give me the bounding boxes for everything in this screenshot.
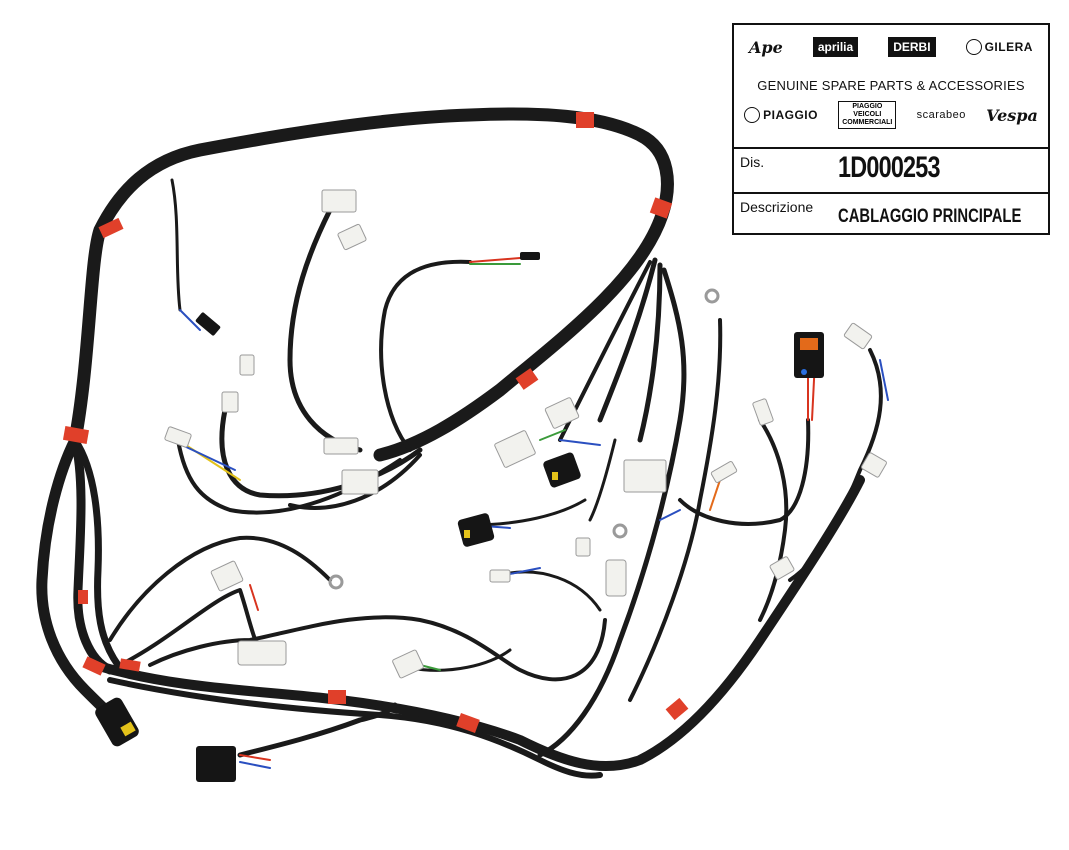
brand-logos-row-1: Ape aprilia DERBI GILERA (734, 37, 1048, 57)
drawing-number-row: Dis. 1D000253 (734, 147, 1048, 192)
aprilia-logo: aprilia (812, 37, 859, 57)
piaggio-emblem-icon (744, 106, 761, 123)
spare-parts-label: Ape aprilia DERBI GILERA GENUINE SPARE P… (732, 23, 1050, 235)
tape-bands (62, 112, 689, 733)
ring-terminals (328, 288, 720, 590)
tagline: GENUINE SPARE PARTS & ACCESSORIES (757, 78, 1025, 93)
main-harness-loop (36, 107, 883, 779)
white-connectors (164, 189, 887, 679)
gilera-emblem-icon (965, 38, 982, 55)
part-description: CABLAGGIO PRINCIPALE (838, 206, 1022, 227)
connector-accents (120, 338, 818, 737)
dis-label: Dis. (740, 154, 765, 170)
gilera-wordmark: GILERA (984, 40, 1033, 54)
piaggio-logo: PIAGGIO (744, 106, 818, 124)
description-label: Descrizione (740, 199, 814, 215)
scarabeo-logo: scarabeo (916, 109, 966, 121)
derbi-logo: DERBI (888, 37, 936, 57)
ape-logo: Ape (749, 37, 783, 57)
description-row: Descrizione CABLAGGIO PRINCIPALE (734, 192, 1048, 235)
vespa-logo: Vespa (986, 105, 1038, 125)
part-number: 1D000253 (838, 151, 941, 184)
gilera-logo: GILERA (965, 38, 1033, 56)
